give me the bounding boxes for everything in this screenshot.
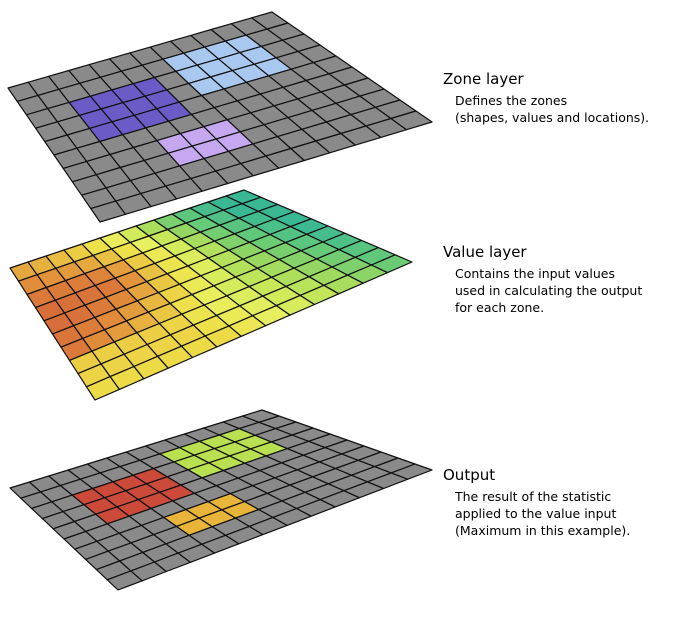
output-layer-description: The result of the statistic applied to t… — [455, 489, 631, 538]
value-layer-label: Value layer Contains the input values us… — [443, 243, 642, 316]
value-layer-description: Contains the input values used in calcul… — [455, 266, 643, 315]
zone-layer-label: Zone layer Defines the zones (shapes, va… — [443, 70, 649, 126]
zone-layer-grid — [7, 11, 433, 223]
output-layer-grid — [9, 409, 433, 591]
output-layer-title: Output — [443, 466, 496, 484]
output-layer-label: Output The result of the statistic appli… — [443, 466, 630, 539]
value-layer-title: Value layer — [443, 243, 527, 261]
value-cell — [370, 254, 413, 274]
zone-cell — [390, 110, 433, 131]
output-cell — [390, 463, 433, 480]
zone-layer-title: Zone layer — [443, 70, 524, 88]
zone-layer-description: Defines the zones (shapes, values and lo… — [455, 93, 650, 125]
value-layer-grid — [9, 189, 413, 401]
